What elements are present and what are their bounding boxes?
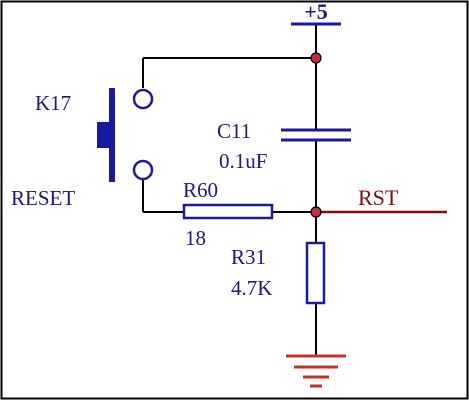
resistor-r60-value: 18 bbox=[185, 226, 206, 250]
resistor-r31-designator: R31 bbox=[231, 245, 266, 269]
switch-actuator-knob bbox=[97, 122, 110, 148]
supply-label: +5 bbox=[304, 0, 328, 24]
ground-symbol bbox=[286, 354, 346, 388]
switch-contact-top bbox=[132, 88, 154, 110]
capacitor: C11 0.1uF bbox=[217, 119, 351, 173]
junction-rst-node bbox=[310, 206, 322, 218]
switch-function-label: RESET bbox=[11, 186, 75, 210]
junctions bbox=[310, 52, 322, 218]
resistor-r60-body bbox=[182, 203, 274, 220]
wires bbox=[142, 24, 317, 356]
resistor-r31-value: 4.7K bbox=[231, 276, 272, 300]
resistor-r31-body bbox=[305, 241, 326, 305]
capacitor-designator: C11 bbox=[217, 119, 251, 143]
resistor-r31: R31 4.7K bbox=[231, 241, 326, 305]
capacitor-value: 0.1uF bbox=[219, 149, 267, 173]
switch-contact-bottom bbox=[132, 159, 154, 181]
pushbutton-switch: K17 RESET bbox=[11, 88, 154, 210]
resistor-r60-designator: R60 bbox=[183, 178, 218, 202]
junction-supply-node bbox=[310, 52, 322, 64]
switch-designator: K17 bbox=[35, 91, 71, 115]
net-label-rst: RST bbox=[358, 185, 399, 210]
resistor-r60: R60 18 bbox=[182, 178, 274, 250]
switch-actuator-bar bbox=[109, 88, 115, 182]
supply-symbol: +5 bbox=[291, 0, 341, 26]
